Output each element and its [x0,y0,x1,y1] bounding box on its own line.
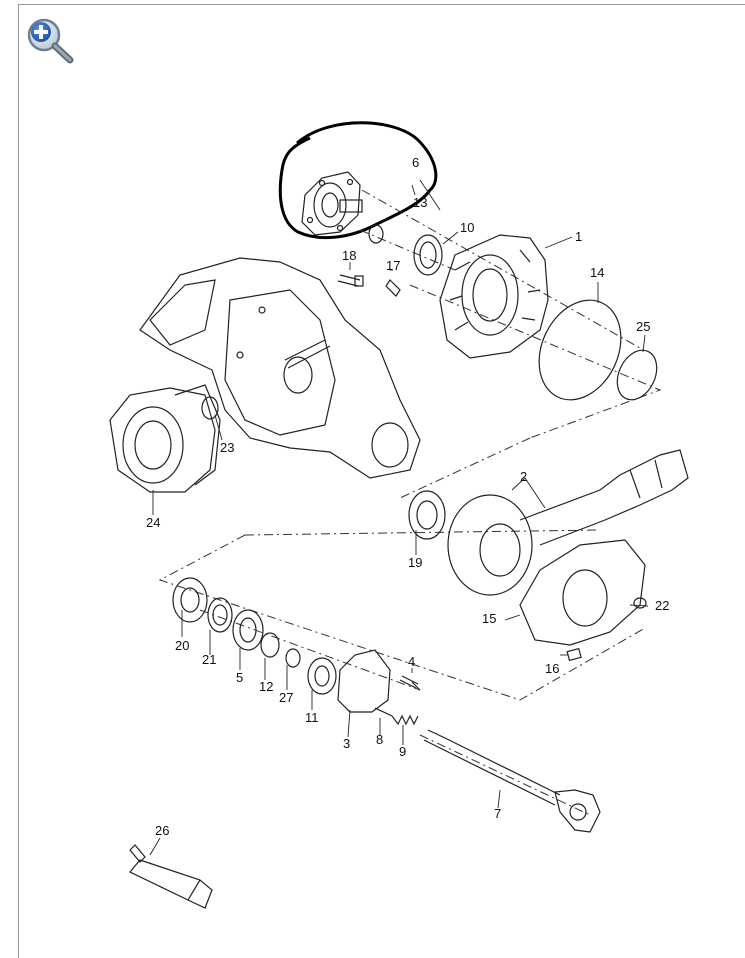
part-label-2: 2 [520,469,527,484]
seal-ring-10 [368,224,443,276]
part-label-20: 20 [175,638,189,653]
adapter-plate-24 [109,384,221,493]
leader-lines [149,179,649,856]
housing-cover-part [439,234,549,359]
o-ring-25 [616,349,658,401]
part-label-8: 8 [376,732,383,747]
part-label-15: 15 [482,611,496,626]
highlight-circle [278,121,438,240]
sealant-tube-26 [129,844,213,909]
part-label-16: 16 [545,661,559,676]
assembly-lines [158,189,662,816]
magnifier-plus-icon [27,18,74,64]
part-label-23: 23 [220,440,234,455]
o-ring-14 [538,299,622,401]
spring-9 [391,714,419,726]
diagram-frame [18,4,745,958]
part-label-27: 27 [279,690,293,705]
plug-16 [566,647,582,662]
transmission-housing [139,257,421,479]
bearing-stack [172,577,337,695]
differential-cover-15 [519,539,646,646]
bearing-19 [408,490,446,540]
part-label-11: 11 [305,710,319,725]
part-label-6: 6 [412,155,419,170]
pin-8 [374,707,393,717]
part-label-17: 17 [386,258,400,273]
ring-23 [201,396,219,420]
part-label-10: 10 [460,220,474,235]
part-label-5: 5 [236,670,243,685]
driveshaft-7 [423,729,601,833]
part-label-21: 21 [202,652,216,667]
part-label-14: 14 [590,265,604,280]
part-label-18: 18 [342,248,356,263]
seal-22 [633,597,647,609]
flange-shaft-part [301,171,363,236]
part-label-13: 13 [413,195,427,210]
part-label-4: 4 [408,654,415,669]
part-label-9: 9 [399,744,406,759]
part-label-22: 22 [655,598,669,613]
part-label-7: 7 [494,806,501,821]
zoom-in-button[interactable] [24,16,76,64]
part-label-25: 25 [636,319,650,334]
part-label-12: 12 [259,679,273,694]
part-label-1: 1 [575,229,582,244]
bolt-4 [399,675,421,691]
bolts-17-18 [337,274,401,297]
gasket-plate-3 [337,649,391,713]
part-label-26: 26 [155,823,169,838]
part-label-19: 19 [408,555,422,570]
ring-gear-differential [447,449,689,596]
part-label-24: 24 [146,515,160,530]
part-label-3: 3 [343,736,350,751]
